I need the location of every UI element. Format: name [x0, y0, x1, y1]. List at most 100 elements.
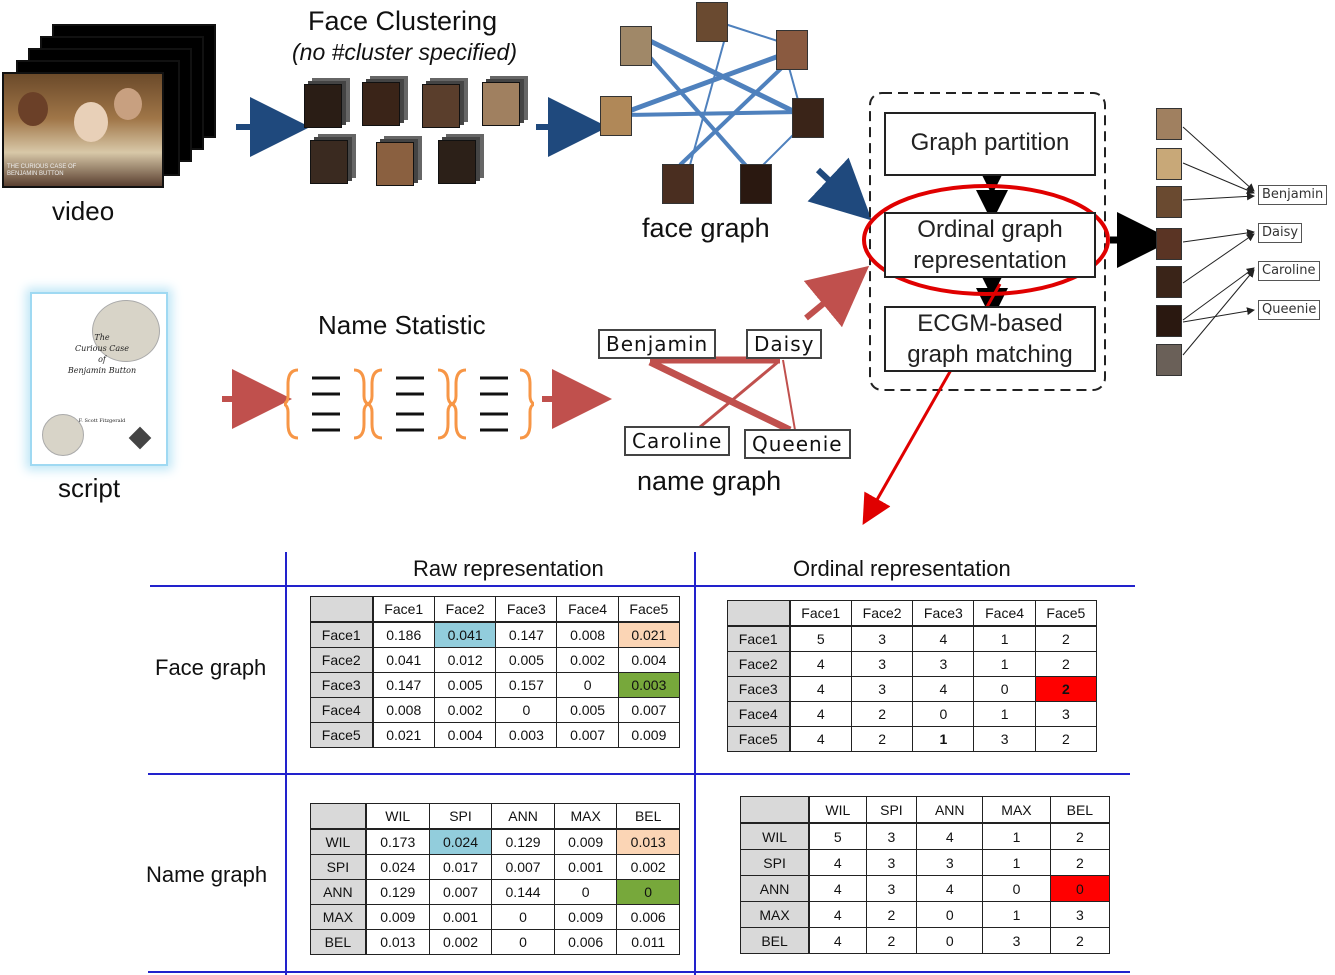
matrix-row-header: BEL — [740, 927, 811, 954]
book-title-line: Curious Case — [74, 344, 129, 353]
matrix-row-header: Face2 — [727, 651, 791, 677]
matrix-column-header — [740, 796, 811, 824]
matrix-cell: 3 — [916, 849, 984, 876]
matrix-column-header — [727, 600, 791, 627]
graph-partition-box: Graph partition — [884, 112, 1096, 176]
matrix-cell: 0.002 — [616, 854, 680, 880]
matrix-cell: 4 — [916, 822, 984, 850]
matrix-cell: 0.003 — [495, 722, 558, 748]
face-cluster-thumbnails — [298, 78, 538, 188]
matrix-column-header: MAX — [553, 803, 618, 830]
matrix-cell: 1 — [973, 625, 1036, 652]
result-name-queenie: Queenie — [1258, 300, 1321, 320]
name-graph-edges — [648, 356, 796, 434]
matrix-column-header: Face4 — [973, 600, 1036, 627]
matrix-row-header: SPI — [309, 854, 367, 880]
matrix-cell: 2 — [1034, 676, 1098, 702]
name-node-queenie: Queenie — [744, 429, 851, 459]
matrix-cell: 0 — [973, 676, 1036, 702]
matrix-cell: 3 — [1049, 901, 1111, 928]
table-grid-lines — [148, 552, 1135, 975]
arrow-namegraph-to-method — [803, 265, 870, 328]
matrix-column-header: MAX — [982, 796, 1051, 824]
matrix-row-header: Face3 — [310, 672, 374, 698]
matrix-row-header: SPI — [740, 849, 811, 876]
matrix-cell: 0.005 — [556, 697, 619, 723]
matrix-cell: 3 — [1034, 701, 1098, 727]
face-node — [776, 30, 808, 70]
matrix-column-header: Face5 — [1034, 600, 1098, 627]
face-node — [662, 164, 694, 204]
matrix-cell: 2 — [850, 726, 914, 752]
matrix-cell: 0.173 — [365, 828, 430, 855]
face-graph-label: face graph — [642, 213, 770, 243]
result-face — [1156, 228, 1182, 260]
arrow-graph-to-method — [807, 157, 872, 221]
matrix-cell: 0.001 — [553, 854, 618, 880]
matrix-cell: 3 — [850, 651, 914, 677]
matrix-cell: 0.005 — [495, 647, 558, 673]
matrix-cell: 4 — [808, 849, 867, 876]
matrix-cell: 2 — [865, 901, 918, 928]
matrix-cell: 0.007 — [556, 722, 619, 748]
book-title-line: The — [94, 333, 110, 342]
matrix-column-header: ANN — [916, 796, 984, 824]
ordinal-representation-header: Ordinal representation — [793, 556, 1011, 581]
face-node — [740, 164, 772, 204]
result-name-daisy: Daisy — [1258, 223, 1303, 243]
matrix-cell: 0.021 — [372, 722, 435, 748]
face-node — [620, 26, 652, 66]
matrix-column-header: WIL — [808, 796, 867, 824]
face-clustering-title: Face Clustering — [308, 6, 498, 36]
face-clustering-note: (no #cluster specified) — [292, 39, 517, 65]
matrix-column-header: ANN — [491, 803, 555, 830]
name-node-caroline: Caroline — [624, 426, 731, 456]
matrix-column-header: Face4 — [556, 596, 619, 623]
ordinal-graph-representation-box: Ordinal graph representation — [884, 212, 1096, 278]
movie-title-text: THE CURIOUS CASE OF BENJAMIN BUTTON — [7, 164, 77, 177]
matrix-cell: 0.001 — [428, 904, 493, 930]
result-mapping-lines — [1182, 126, 1255, 356]
name-statistic-lists — [284, 368, 534, 440]
matrix-row-header: Face2 — [310, 647, 374, 673]
name-graph-label: name graph — [637, 466, 782, 496]
matrix-cell: 5 — [789, 625, 852, 652]
matrix-cell: 1 — [973, 651, 1036, 677]
matrix-cell: 0 — [1049, 875, 1111, 902]
book-title-line: Benjamin Button — [67, 366, 137, 375]
matrix-cell: 3 — [982, 927, 1051, 954]
matrix-cell: 0.129 — [365, 879, 430, 905]
matrix-cell: 0.009 — [553, 904, 618, 930]
matrix-cell: 0 — [495, 697, 558, 723]
matrix-column-header: Face1 — [789, 600, 852, 627]
matrix-row-header: Face4 — [727, 701, 791, 727]
matrix-row-header: WIL — [309, 828, 367, 855]
face-node — [792, 98, 824, 138]
matrix-cell: 3 — [865, 849, 918, 876]
matrix-column-header: SPI — [865, 796, 918, 824]
matrix-cell: 0.186 — [372, 621, 435, 648]
face-graph-edges — [617, 23, 801, 170]
matrix-cell: 0.007 — [617, 697, 681, 723]
matrix-cell: 4 — [808, 901, 867, 928]
matrix-cell: 2 — [865, 927, 918, 954]
matrix-cell: 3 — [850, 625, 914, 652]
matrix-row-header: MAX — [740, 901, 811, 928]
matrix-cell: 1 — [982, 849, 1051, 876]
matrix-cell: 0 — [912, 701, 975, 727]
matrix-cell: 0.144 — [491, 879, 555, 905]
matrix-cell: 2 — [850, 701, 914, 727]
matrix-cell: 0.009 — [365, 904, 430, 930]
matrix-row-header: Face5 — [310, 722, 374, 748]
matrix-cell: 0.012 — [433, 647, 497, 673]
matrix-cell: 0 — [491, 904, 555, 930]
matrix-cell: 0.024 — [365, 854, 430, 880]
matrix-cell: 0 — [616, 879, 680, 905]
video-thumbnail: THE CURIOUS CASE OF BENJAMIN BUTTON — [2, 72, 164, 188]
matrix-cell: 0.021 — [617, 621, 681, 648]
matrix-cell: 0.017 — [428, 854, 493, 880]
matrix-row-header: ANN — [740, 875, 811, 902]
